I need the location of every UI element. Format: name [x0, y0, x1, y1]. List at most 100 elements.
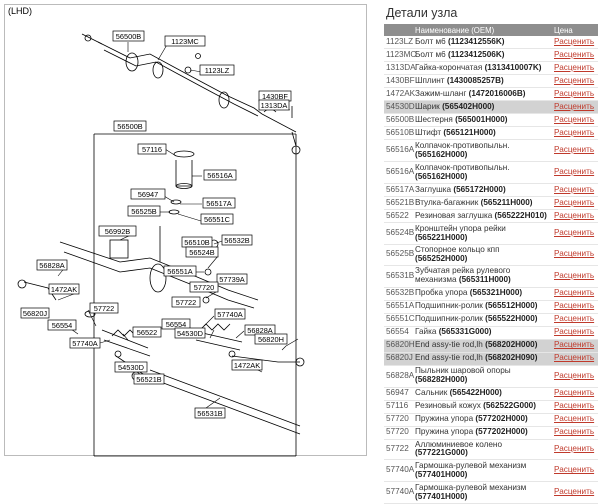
callout-box — [200, 213, 234, 225]
callout-label: 54530D — [177, 329, 203, 338]
price-link[interactable]: Расценить — [552, 61, 598, 75]
callout-56554: 56554 — [47, 319, 77, 331]
part-name: Болт м6 (1123412556K) — [413, 36, 552, 49]
price-link[interactable]: Расценить — [552, 481, 598, 504]
part-code: 56510B — [384, 126, 414, 140]
price-link[interactable]: Расценить — [552, 300, 598, 314]
callout-label: 56525B — [131, 207, 157, 216]
callout-box — [132, 326, 162, 338]
callout-label: 56517A — [206, 199, 232, 208]
price-link[interactable]: Расценить — [552, 426, 598, 440]
price-link[interactable]: Расценить — [552, 352, 598, 366]
callout-box — [137, 143, 167, 155]
part-code: 56828A — [384, 365, 414, 388]
part-name-text: Болт м6 — [415, 49, 446, 59]
callout-56522: 56522 — [132, 326, 162, 338]
part-oem: (565331G000) — [438, 327, 492, 337]
price-link[interactable]: Расценить — [552, 339, 598, 353]
part-code: 56554 — [384, 326, 413, 340]
part-oem: (565522H000) — [485, 314, 538, 324]
price-link[interactable]: Расценить — [552, 139, 598, 162]
price-link[interactable]: Расценить — [552, 48, 598, 62]
part-name: Колпачок-противопыльн. (565162H000) — [413, 139, 552, 162]
part-name: Стопорное кольцо кпп (565252H000) — [413, 244, 552, 266]
price-link[interactable]: Расценить — [552, 161, 598, 184]
callout-box — [171, 296, 201, 308]
part-oem: (565162H000) — [415, 171, 468, 181]
callout-box — [163, 265, 197, 277]
part-name-text: Пыльник шаровой опоры — [415, 366, 511, 376]
part-name: Зубчатая рейка рулевого механизма (56531… — [413, 265, 552, 288]
price-link[interactable]: Расценить — [552, 209, 598, 223]
callout-label: 56820J — [23, 309, 48, 318]
price-link[interactable]: Расценить — [552, 196, 598, 210]
callout-box — [164, 35, 206, 47]
callout-box — [20, 307, 50, 319]
callout-label: 56820H — [258, 335, 284, 344]
callout-box — [48, 283, 80, 295]
callout-box — [194, 407, 226, 419]
part-code: 56532B — [384, 287, 414, 301]
price-link[interactable]: Расценить — [552, 222, 598, 245]
callout-box — [254, 333, 288, 345]
part-code: 56551A — [384, 300, 414, 314]
price-link[interactable]: Расценить — [552, 265, 598, 288]
callout-56532B: 56532B — [221, 234, 253, 246]
price-link[interactable]: Расценить — [552, 287, 598, 301]
price-link[interactable]: Расценить — [552, 100, 598, 114]
callout-1313DA: 1313DA — [258, 99, 290, 111]
part-code: 56516A — [384, 139, 414, 162]
callout-label: 57722 — [176, 298, 197, 307]
part-name: End assy-tie rod,lh (568202H000) — [413, 339, 552, 353]
price-link[interactable]: Расценить — [552, 74, 598, 88]
price-link[interactable]: Расценить — [552, 365, 598, 388]
price-link[interactable]: Расценить — [552, 183, 598, 197]
part-code: 57722 — [384, 439, 413, 461]
price-link[interactable]: Расценить — [552, 313, 598, 327]
callout-label: 56554 — [166, 320, 187, 329]
part-oem: (568202H000) — [485, 340, 538, 350]
price-link[interactable]: Расценить — [552, 36, 598, 49]
callout-label: 56510B — [184, 238, 210, 247]
price-link[interactable]: Расценить — [552, 326, 598, 340]
part-oem: (568202H090) — [485, 353, 538, 363]
part-name-text: Сальник — [415, 388, 448, 398]
part-name: Пружина упора (577202H000) — [413, 426, 552, 440]
callout-57740A: 57740A — [69, 337, 101, 349]
part-name-text: Подшипник-ролик — [415, 314, 483, 324]
price-link[interactable]: Расценить — [552, 244, 598, 266]
part-oem: (577202H000) — [475, 427, 528, 437]
callout-56820J: 56820J — [20, 307, 50, 319]
part-oem: (565422H000) — [449, 388, 502, 398]
part-name-text: Резиновый кожух — [415, 401, 481, 411]
callout-box — [36, 259, 68, 271]
part-code: 1430BF — [384, 74, 415, 88]
part-oem: (1123412556K) — [448, 36, 505, 46]
callout-label: 57116 — [142, 145, 162, 154]
callout-label: 1123LZ — [205, 66, 230, 75]
part-code: 56820H — [384, 339, 415, 353]
callout-label: 56500B — [116, 32, 142, 41]
callout-54530D: 54530D — [174, 327, 206, 339]
price-link[interactable]: Расценить — [552, 113, 598, 127]
price-link[interactable]: Расценить — [552, 439, 598, 461]
callout-57116: 57116 — [137, 143, 167, 155]
price-link[interactable]: Расценить — [552, 459, 598, 483]
price-link[interactable]: Расценить — [552, 400, 598, 414]
price-link[interactable]: Расценить — [552, 87, 598, 101]
callout-label: 57740A — [72, 339, 98, 348]
callout-label: 56828A — [39, 261, 65, 270]
part-code: 56820J — [384, 352, 413, 366]
price-link[interactable]: Расценить — [552, 413, 598, 427]
price-link[interactable]: Расценить — [552, 126, 598, 140]
price-link[interactable]: Расценить — [552, 387, 598, 401]
part-name: Сальник (565422H000) — [413, 387, 552, 401]
